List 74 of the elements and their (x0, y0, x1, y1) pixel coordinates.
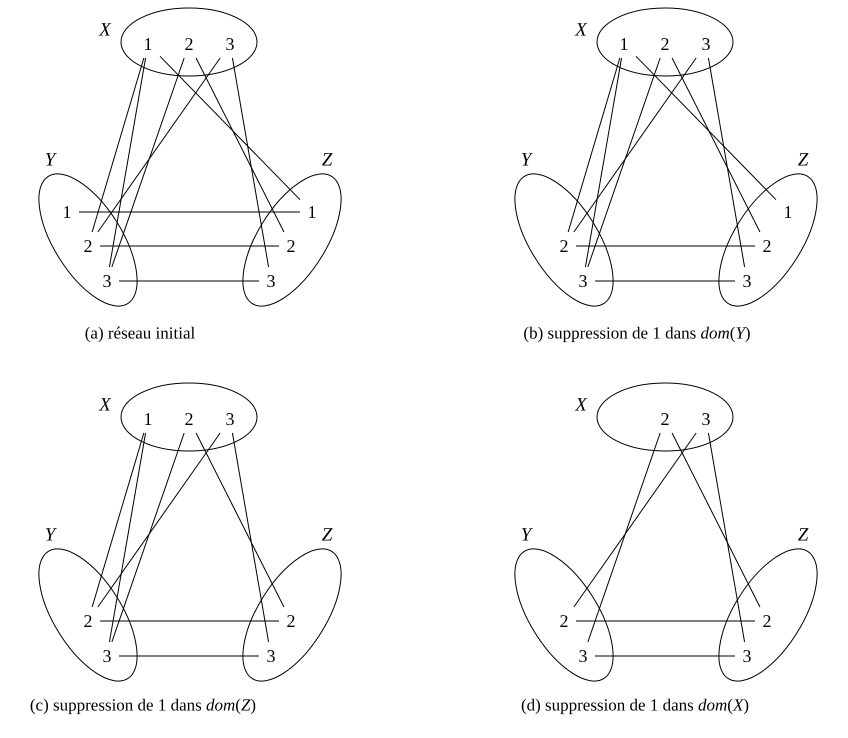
constraint-line (100, 620, 280, 622)
constraint-line (708, 432, 746, 642)
constraint-line (587, 58, 661, 268)
domain-value: 3 (573, 644, 593, 668)
constraint-line (92, 432, 144, 608)
panel-caption: (b) suppression de 1 dans dom(Y) (523, 324, 751, 342)
constraint-line (97, 58, 221, 232)
constraint-line (160, 56, 300, 200)
domain-value: 1 (302, 200, 322, 224)
domain-value: 2 (281, 609, 301, 633)
constraint-line (672, 58, 760, 232)
variable-label: Z (798, 526, 808, 544)
constraint-line (708, 58, 746, 268)
panel-caption: (c) suppression de 1 dans dom(Z) (30, 696, 256, 714)
variable-label: Z (322, 150, 332, 170)
constraint-line (111, 58, 185, 268)
variable-label: X (575, 396, 587, 414)
domain-value: 1 (57, 200, 77, 224)
domain-value: 3 (696, 32, 716, 56)
constraint-line (108, 432, 146, 642)
panel-caption: (a) réseau initial (84, 324, 196, 342)
domain-value: 2 (179, 407, 199, 431)
domain-value: 1 (138, 32, 158, 56)
constraint-line (232, 58, 270, 268)
domain-value: 3 (737, 644, 757, 668)
variable-label: Y (520, 526, 532, 544)
constraint-line (568, 58, 620, 232)
variable-label: X (99, 20, 111, 40)
panel-caption: (d) suppression de 1 dans dom(X) (520, 696, 750, 714)
domain-value: 2 (281, 234, 301, 258)
constraint-line (196, 432, 284, 608)
constraint-line (108, 58, 146, 268)
domain-value: 2 (655, 407, 675, 431)
constraint-line (232, 432, 270, 642)
constraint-line (573, 58, 697, 232)
domain-value: 3 (97, 644, 117, 668)
variable-label: Y (520, 150, 532, 170)
domain-value: 3 (261, 269, 281, 293)
variable-label: X (575, 20, 587, 40)
domain-value: 2 (757, 234, 777, 258)
domain-value: 3 (696, 407, 716, 431)
domain-value: 2 (554, 609, 574, 633)
domain-value: 1 (778, 200, 798, 224)
variable-label: X (99, 396, 111, 414)
domain-value: 2 (179, 32, 199, 56)
domain-value: 2 (757, 609, 777, 633)
constraint-line (573, 432, 697, 608)
constraint-line (576, 620, 756, 622)
constraint-line (196, 58, 284, 232)
domain-value: 1 (614, 32, 634, 56)
constraint-line (97, 432, 221, 608)
constraint-line (636, 56, 776, 200)
variable-label: Y (44, 526, 56, 544)
constraint-line (587, 432, 661, 642)
variable-label: Z (322, 526, 332, 544)
variable-label: Z (798, 150, 808, 170)
domain-value: 3 (220, 407, 240, 431)
constraint-line (672, 432, 760, 608)
domain-value: 3 (573, 269, 593, 293)
constraint-line (118, 280, 260, 282)
constraint-line (111, 432, 185, 642)
constraint-line (584, 58, 622, 268)
domain-value: 3 (737, 269, 757, 293)
domain-value: 2 (78, 609, 98, 633)
domain-value: 3 (220, 32, 240, 56)
domain-value: 1 (138, 407, 158, 431)
constraint-line (92, 58, 144, 232)
domain-value: 2 (554, 234, 574, 258)
domain-value: 3 (97, 269, 117, 293)
variable-label: Y (44, 150, 56, 170)
domain-value: 2 (78, 234, 98, 258)
domain-value: 3 (261, 644, 281, 668)
constraint-line (594, 280, 736, 282)
domain-value: 2 (655, 32, 675, 56)
